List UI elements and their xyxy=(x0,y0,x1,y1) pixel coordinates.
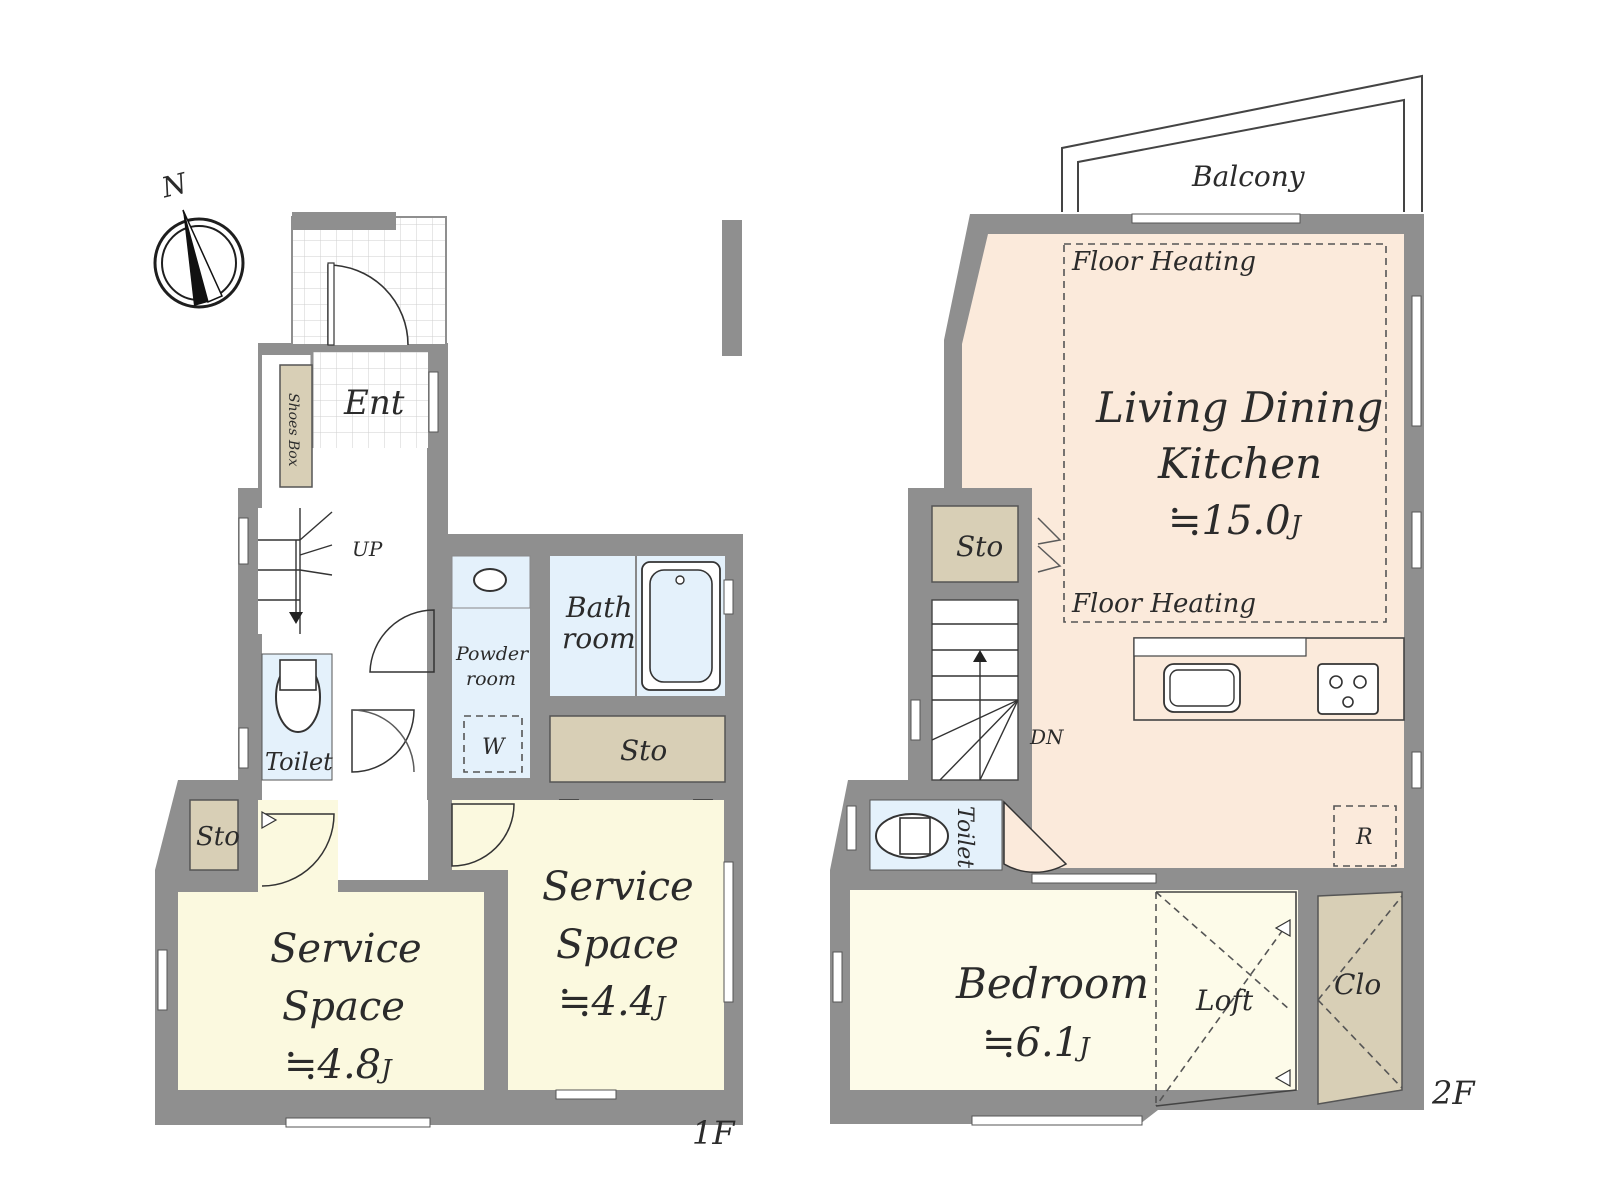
service-west-area: ≒4.8J xyxy=(284,1042,393,1088)
service-space-east xyxy=(508,800,724,1090)
entrance-door xyxy=(327,264,409,346)
storage-a-label: Sto xyxy=(196,822,240,852)
service-west-line1: Service xyxy=(270,926,422,972)
floor1-storage-b xyxy=(549,715,726,783)
floor-1: Ent Shoes Box UP Toilet Powd xyxy=(155,212,743,1152)
refrigerator-label: R xyxy=(1355,825,1373,850)
floor1-label: 1F xyxy=(692,1114,736,1152)
powder-room-line1: Powder xyxy=(455,643,530,665)
dn-label: DN xyxy=(1029,725,1065,749)
north-label: N xyxy=(157,166,191,205)
closet xyxy=(1317,891,1403,1105)
washer-space xyxy=(463,715,523,773)
toilet2-door xyxy=(1003,800,1068,874)
bedroom-area: ≒6.1J xyxy=(982,1020,1091,1066)
floor2-label: 2F xyxy=(1431,1074,1476,1112)
service-east-line2: Space xyxy=(556,922,679,968)
floor1-storage-a xyxy=(189,799,239,871)
storage-b-label: Sto xyxy=(620,734,667,767)
floor-heating-top-label: Floor Heating xyxy=(1071,247,1256,277)
washer-label: W xyxy=(482,735,507,760)
bedroom xyxy=(850,890,1298,1090)
floor-2: Balcony Floor Heating Floor Heating Livi… xyxy=(830,74,1476,1126)
service-west-line2: Space xyxy=(282,984,405,1030)
balcony xyxy=(1061,74,1423,212)
bath-line2: room xyxy=(562,622,636,655)
service-east-line1: Service xyxy=(542,864,694,910)
compass: N xyxy=(153,166,245,309)
loft-label: Loft xyxy=(1195,984,1254,1017)
ldk-line1: Living Dining xyxy=(1095,383,1383,432)
floor-heating-zone xyxy=(1063,243,1387,623)
hall-door xyxy=(369,609,435,673)
shoes-box-label: Shoes Box xyxy=(285,393,301,467)
up-label: UP xyxy=(352,537,383,561)
ldk-area: ≒15.0J xyxy=(1168,498,1303,544)
toilet2-label: Toilet xyxy=(952,806,977,868)
powder-room-line2: room xyxy=(466,668,516,690)
floor2-storage-label: Sto xyxy=(956,530,1003,563)
service-east-door xyxy=(451,803,515,867)
service-east-area: ≒4.4J xyxy=(558,979,667,1025)
shoes-box xyxy=(279,364,313,488)
floor-heating-bottom-label: Floor Heating xyxy=(1071,589,1256,619)
floor1-fence xyxy=(722,220,742,356)
floor2-storage xyxy=(931,505,1019,583)
sink-icon xyxy=(473,568,507,592)
bedroom-line1: Bedroom xyxy=(955,959,1149,1008)
kitchen-sink-icon xyxy=(1163,663,1241,713)
stairs-down-arrow-icon xyxy=(973,650,987,662)
toilet-label: Toilet xyxy=(265,748,333,776)
entrance-tile xyxy=(312,352,428,448)
ent-label: Ent xyxy=(343,383,405,423)
balcony-label: Balcony xyxy=(1191,160,1306,193)
service-space-west xyxy=(178,892,484,1090)
ldk-line2: Kitchen xyxy=(1157,439,1322,488)
floor2-stairs xyxy=(931,599,1019,781)
service-west-door xyxy=(261,813,335,887)
refrigerator-space xyxy=(1333,805,1397,867)
stairs-arrow-icon xyxy=(289,612,303,624)
closet-label: Clo xyxy=(1334,968,1381,1001)
toilet-door xyxy=(351,709,415,773)
bath-line1: Bath xyxy=(565,591,633,624)
